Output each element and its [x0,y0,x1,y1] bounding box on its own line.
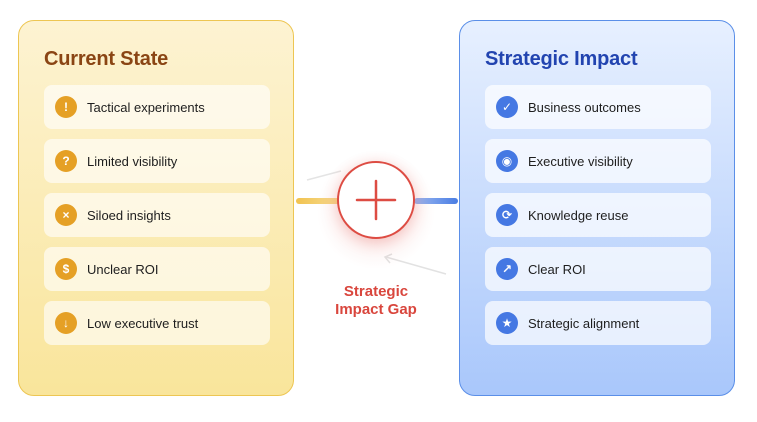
question-icon: ? [55,150,77,172]
strategic-impact-list: ✓ Business outcomes ◉ Executive visibili… [485,85,711,355]
list-item: ↗ Clear ROI [485,247,711,291]
star-icon: ★ [496,312,518,334]
list-item: $ Unclear ROI [44,247,270,291]
item-label: Low executive trust [87,315,199,331]
faint-arrow-icon [383,253,447,275]
item-label: Knowledge reuse [528,207,629,223]
list-item: ! Tactical experiments [44,85,270,129]
refresh-icon: ⟳ [496,204,518,226]
target-icon: ◉ [496,150,518,172]
list-item: ✓ Business outcomes [485,85,711,129]
current-state-panel: Current State ! Tactical experiments ? L… [18,20,294,396]
list-item: ★ Strategic alignment [485,301,711,345]
item-label: Siloed insights [87,207,171,223]
gap-label-line1: Strategic [343,283,409,300]
item-label: Business outcomes [528,99,641,115]
impact-gap-label: Strategic Impact Gap [316,283,436,319]
arrow-up-right-icon: ↗ [496,258,518,280]
arrow-down-icon: ↓ [55,312,77,334]
strategic-impact-panel: Strategic Impact ✓ Business outcomes ◉ E… [459,20,735,396]
item-label: Executive visibility [528,153,633,169]
item-label: Clear ROI [528,261,586,277]
left-connector-bar [296,198,340,204]
item-label: Limited visibility [87,153,178,169]
faint-arrow-icon [306,170,342,181]
cross-icon: × [55,204,77,226]
list-item: ? Limited visibility [44,139,270,183]
list-item: ↓ Low executive trust [44,301,270,345]
item-label: Tactical experiments [87,99,205,115]
strategic-impact-title: Strategic Impact [485,48,638,70]
plus-icon [355,179,397,221]
impact-gap-circle [337,161,415,239]
gap-label-line2: Impact Gap [335,301,417,318]
item-label: Strategic alignment [528,315,640,331]
current-state-title: Current State [44,48,169,70]
right-connector-bar [414,198,458,204]
current-state-list: ! Tactical experiments ? Limited visibil… [44,85,270,355]
checkmark-icon: ✓ [496,96,518,118]
list-item: × Siloed insights [44,193,270,237]
exclamation-icon: ! [55,96,77,118]
dollar-icon: $ [55,258,77,280]
list-item: ⟳ Knowledge reuse [485,193,711,237]
item-label: Unclear ROI [87,261,159,277]
list-item: ◉ Executive visibility [485,139,711,183]
